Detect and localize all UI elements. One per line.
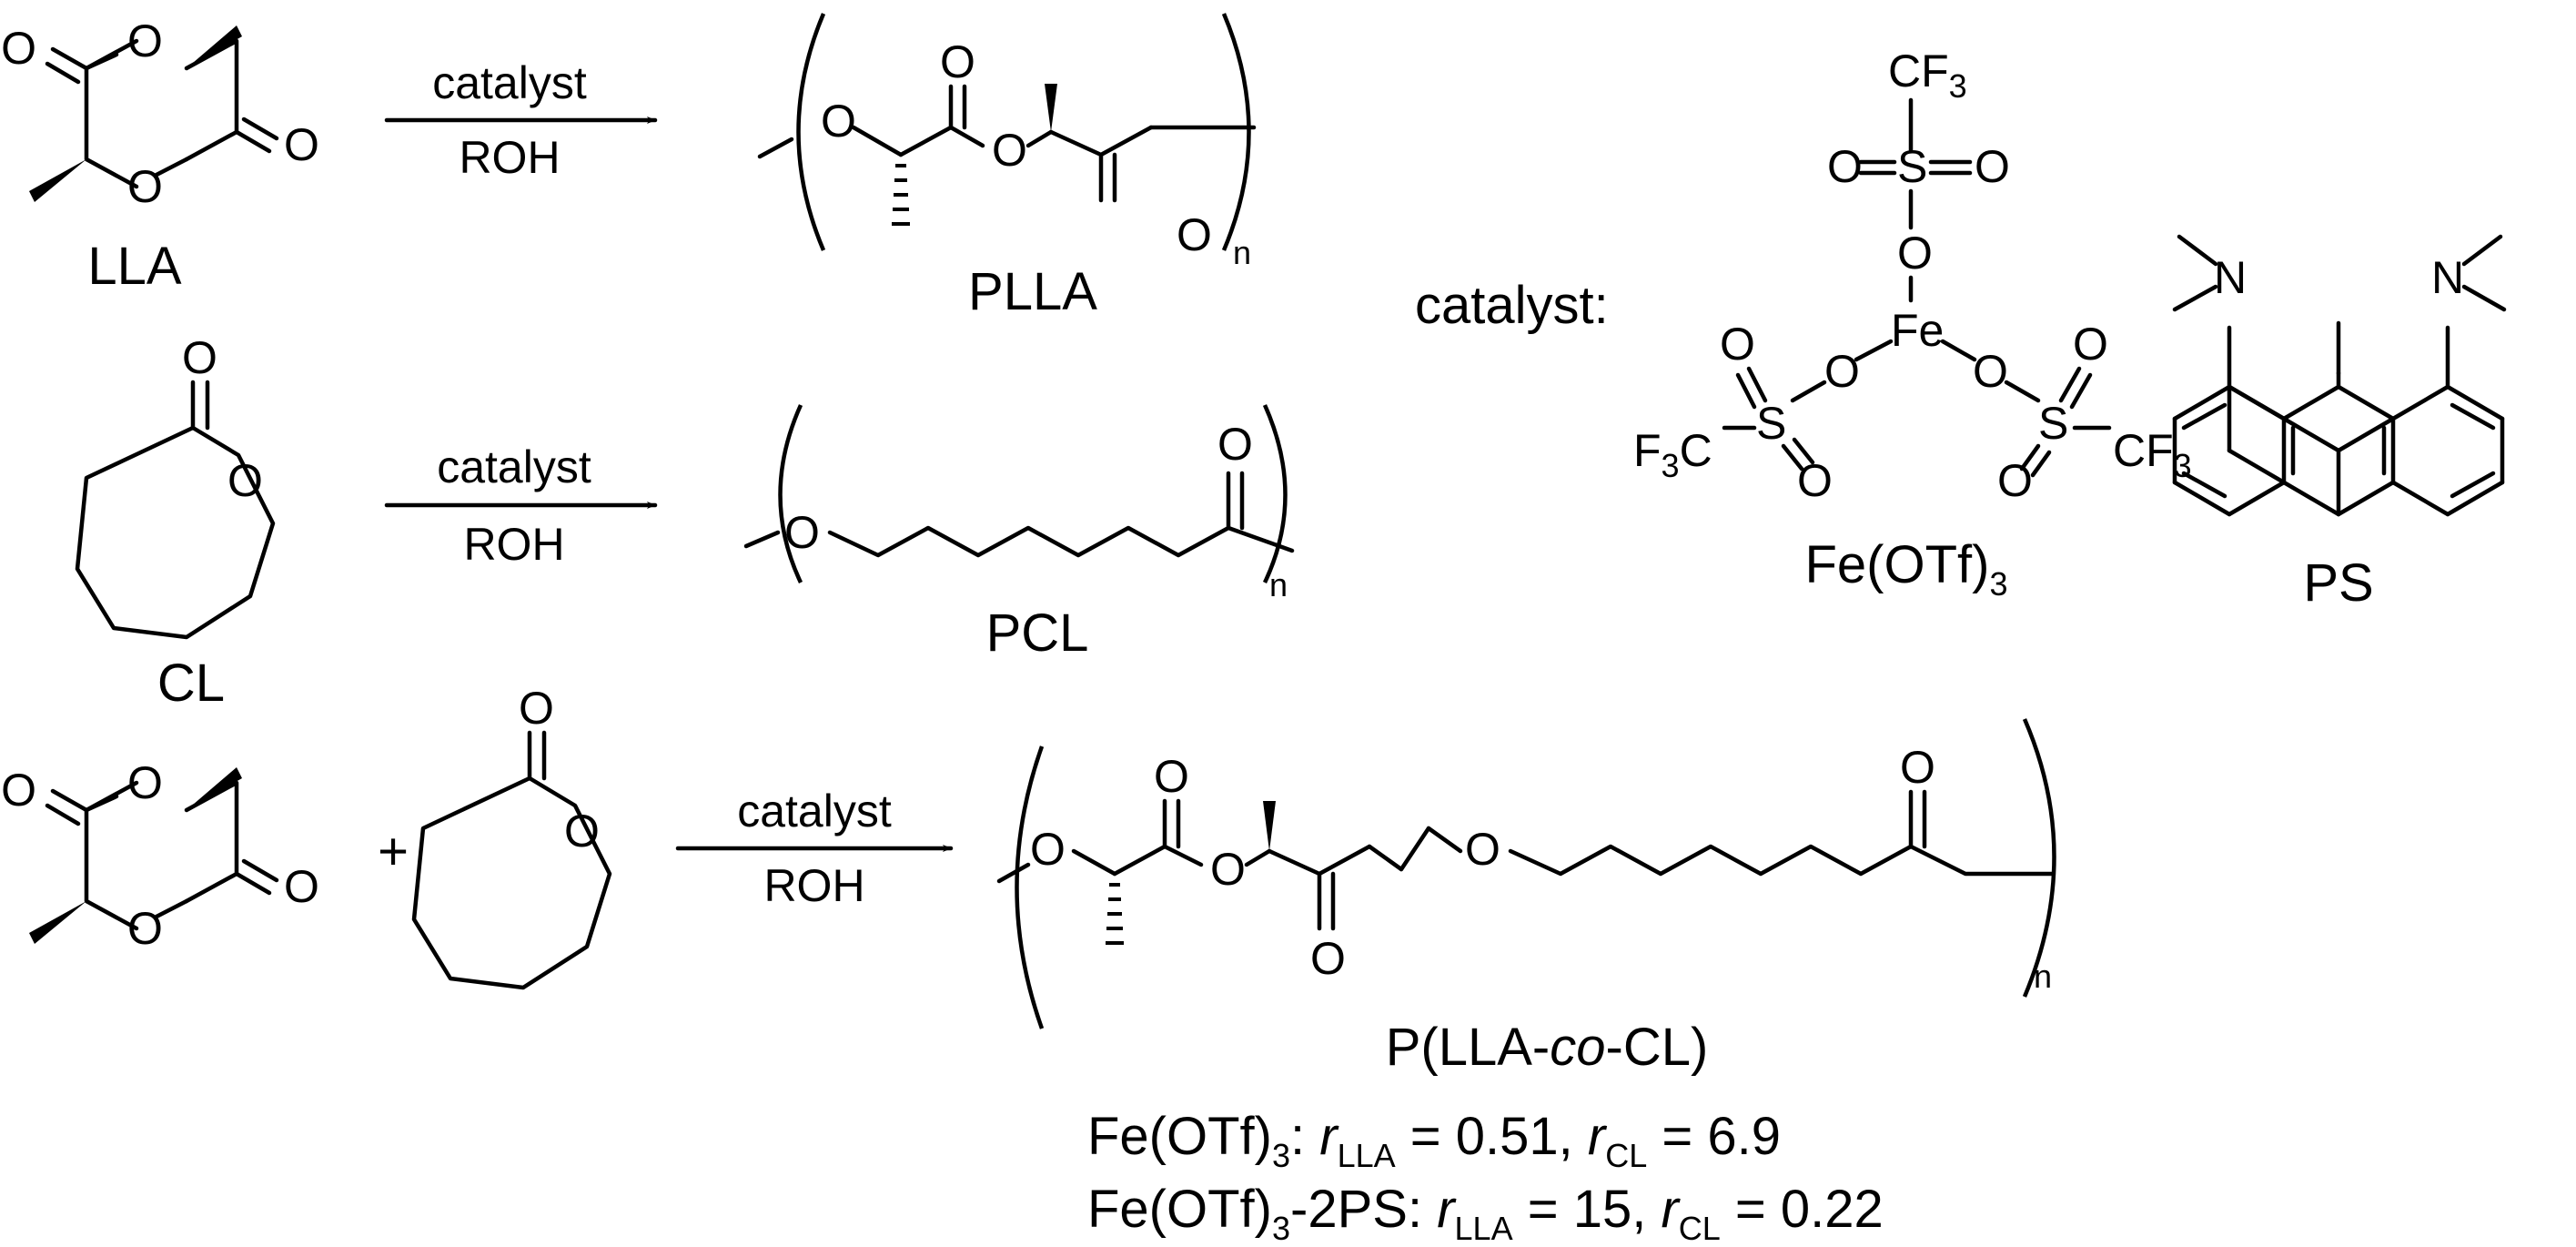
copoly-o-carbonyl-1: O	[1154, 751, 1189, 802]
arrow-3-below: ROH	[763, 860, 864, 911]
fe-s-left: S	[1756, 398, 1786, 449]
lla-carbonyl-o-left: O	[1, 23, 36, 74]
lla-carbonyl-o-right: O	[284, 119, 319, 170]
fe-s-left-o-bottom: O	[1797, 455, 1833, 506]
fe-atom: Fe	[1891, 305, 1944, 356]
copoly-o-1: O	[1030, 824, 1066, 875]
fe-o-right: O	[1973, 346, 2008, 397]
ps-structure: N N	[2172, 234, 2507, 517]
lla2-ring-o-top: O	[127, 757, 163, 808]
plla-o-1: O	[821, 96, 856, 147]
cl-structure-2: O O	[411, 683, 612, 990]
copolymer-label: P(LLA-co-CL)	[1386, 1018, 1709, 1077]
lla2-ring-o-bottom: O	[127, 903, 163, 954]
ratio-line-2: Fe(OTf)3-2PS: rLLA = 15, rCL = 0.22	[1087, 1180, 1884, 1247]
fe-s-right-o-top: O	[2073, 319, 2108, 370]
copoly-o-2: O	[1210, 844, 1246, 895]
lla2-carbonyl-o-left: O	[1, 765, 36, 816]
plla-o-carbonyl-1: O	[940, 36, 975, 87]
fe-s-top: S	[1897, 141, 1927, 192]
catalyst-header: catalyst:	[1415, 276, 1609, 335]
fe-s-left-o-top: O	[1720, 319, 1755, 370]
plla-o-carbonyl-2: O	[1177, 209, 1212, 260]
cl-o-ring: O	[227, 455, 263, 506]
plus-sign: +	[378, 822, 409, 881]
fe-otf3-structure: CF3 S O O O Fe O S O O F3C O S O O	[1633, 46, 2192, 506]
pcl-n: n	[1269, 566, 1288, 603]
cl-o-carbonyl: O	[182, 332, 217, 383]
fe-s-right: S	[2038, 398, 2068, 449]
copoly-o-carbonyl-2: O	[1310, 933, 1346, 984]
fe-o-left: O	[1824, 346, 1860, 397]
pcl-o-carbonyl: O	[1217, 419, 1253, 470]
fe-cf3-top: CF3	[1888, 46, 1967, 105]
copolymer-structure: O O O O O O n	[996, 718, 2056, 1029]
pcl-o-ester: O	[784, 507, 820, 558]
arrow-1-below: ROH	[459, 132, 560, 183]
fe-s-top-o-left: O	[1827, 141, 1863, 192]
ps-n-left: N	[2214, 252, 2247, 303]
lla2-carbonyl-o-right: O	[284, 861, 319, 912]
pcl-label: PCL	[986, 603, 1089, 663]
lla-ring-o-top: O	[127, 15, 163, 66]
pcl-structure: O O n	[743, 404, 1295, 603]
arrow-3-above: catalyst	[737, 786, 892, 836]
arrow-2-above: catalyst	[437, 441, 591, 492]
lla-label: LLA	[87, 237, 182, 296]
plla-structure: O O O O n	[757, 13, 1257, 271]
copoly-n: n	[2034, 958, 2052, 995]
arrow-2-below: ROH	[463, 519, 564, 570]
cl2-o-ring: O	[564, 806, 600, 857]
arrow-1-above: catalyst	[432, 57, 587, 108]
cl2-o-carbonyl: O	[519, 683, 554, 734]
ratio-line-1: Fe(OTf)3: rLLA = 0.51, rCL = 6.9	[1087, 1107, 1781, 1174]
cl-label: CL	[157, 654, 225, 713]
fe-otf3-label: Fe(OTf)3	[1804, 535, 2007, 603]
cl-structure: O O	[75, 332, 276, 640]
ps-label: PS	[2303, 553, 2373, 613]
plla-n: n	[1233, 234, 1251, 271]
lla-structure: O O O O	[1, 15, 319, 212]
fe-o-top: O	[1897, 228, 1933, 279]
fe-cf3-right: CF3	[2113, 425, 2192, 484]
fe-s-top-o-right: O	[1975, 141, 2010, 192]
fe-cf3-left: F3C	[1633, 425, 1712, 484]
plla-label: PLLA	[968, 262, 1097, 321]
ps-n-right: N	[2431, 252, 2464, 303]
copoly-o-carbonyl-3: O	[1900, 742, 1935, 793]
lla-ring-o-bottom: O	[127, 161, 163, 212]
lla-structure-2: O O O O	[1, 757, 319, 954]
plla-o-2: O	[992, 125, 1027, 176]
copoly-o-3: O	[1465, 824, 1500, 875]
